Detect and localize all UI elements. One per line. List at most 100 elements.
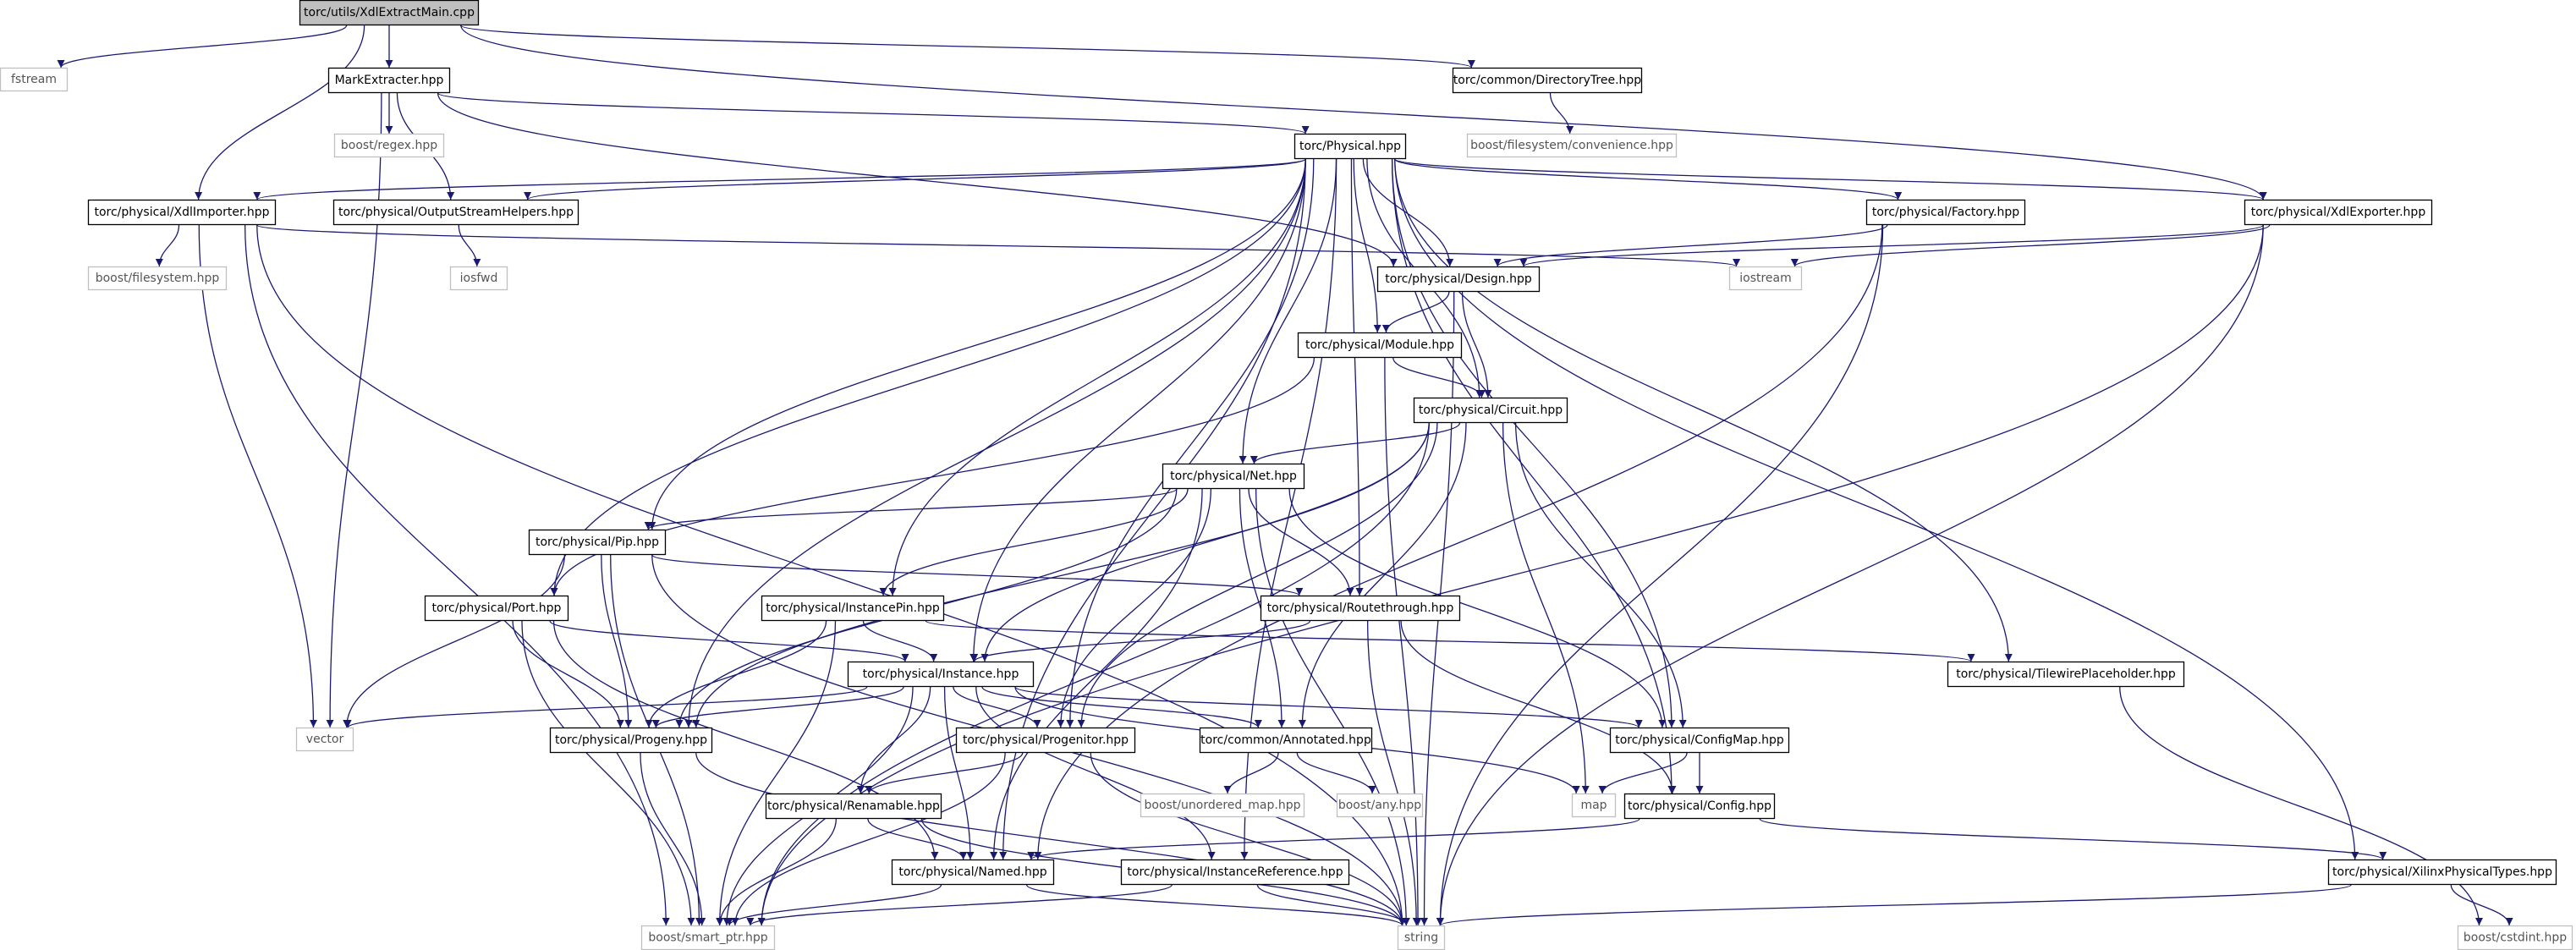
node-label: iosfwd bbox=[460, 272, 498, 285]
edge-circuit-to-progeny bbox=[692, 422, 1430, 728]
edge-physical-to-progenitor bbox=[1066, 158, 1315, 728]
graph-node-instancepin[interactable]: torc/physical/InstancePin.hpp bbox=[761, 595, 945, 622]
node-box bbox=[2244, 199, 2433, 226]
graph-node-vector: vector bbox=[295, 727, 354, 752]
graph-node-tilewire[interactable]: torc/physical/TilewirePlaceholder.hpp bbox=[1947, 661, 2185, 688]
edge-net-to-progenitor bbox=[1057, 488, 1212, 728]
edge-routethrough-to-string bbox=[1366, 620, 1420, 926]
graph-node-config[interactable]: torc/physical/Config.hpp bbox=[1623, 793, 1776, 820]
node-label: torc/physical/Instance.hpp bbox=[863, 667, 1019, 681]
graph-node-any: boost/any.hpp bbox=[1336, 793, 1424, 818]
graph-node-markextracter[interactable]: MarkExtracter.hpp bbox=[327, 67, 451, 94]
graph-node-instance[interactable]: torc/physical/Instance.hpp bbox=[847, 661, 1035, 688]
node-label: boost/any.hpp bbox=[1338, 799, 1421, 812]
edge-instancereference-to-string bbox=[1256, 884, 1410, 926]
node-box bbox=[1293, 133, 1407, 160]
graph-node-xilinxtypes[interactable]: torc/physical/XilinxPhysicalTypes.hpp bbox=[2327, 859, 2557, 886]
node-label: torc/physical/Design.hpp bbox=[1385, 272, 1532, 286]
node-label: torc/common/DirectoryTree.hpp bbox=[1453, 74, 1642, 87]
node-box bbox=[549, 727, 713, 754]
edge-physical-to-progeny bbox=[684, 158, 1306, 728]
node-box bbox=[761, 595, 945, 622]
graph-node-module[interactable]: torc/physical/Module.hpp bbox=[1297, 332, 1463, 359]
node-label: boost/cstdint.hpp bbox=[2463, 931, 2567, 945]
edge-xdlexporter-to-string bbox=[1436, 224, 2264, 926]
graph-node-string: string bbox=[1397, 925, 1446, 950]
graph-node-convenience: boost/filesystem/convenience.hpp bbox=[1466, 133, 1678, 158]
edge-physical-to-xdlimporter bbox=[253, 158, 1306, 200]
graph-node-port[interactable]: torc/physical/Port.hpp bbox=[424, 595, 569, 622]
node-label: boost/unordered_map.hpp bbox=[1145, 799, 1301, 812]
node-label: fstream bbox=[11, 73, 57, 86]
edge-instancepin-to-smartptr bbox=[716, 620, 837, 926]
node-label: torc/physical/Module.hpp bbox=[1305, 338, 1454, 352]
graph-node-progenitor[interactable]: torc/physical/Progenitor.hpp bbox=[955, 727, 1136, 754]
graph-node-xdlexporter[interactable]: torc/physical/XdlExporter.hpp bbox=[2244, 199, 2433, 226]
node-box bbox=[0, 67, 69, 92]
edge-progenitor-to-string bbox=[1090, 752, 1407, 926]
node-label: string bbox=[1404, 931, 1438, 945]
node-label: torc/physical/Port.hpp bbox=[432, 601, 562, 615]
node-box bbox=[1728, 266, 1803, 291]
edge-circuit-to-smartptr bbox=[757, 422, 1430, 926]
edge-port-to-progeny bbox=[512, 620, 624, 728]
graph-node-progeny[interactable]: torc/physical/Progeny.hpp bbox=[549, 727, 713, 754]
edge-physical-to-outputstreamhelpers bbox=[524, 158, 1306, 200]
graph-node-annotated[interactable]: torc/common/Annotated.hpp bbox=[1199, 727, 1373, 754]
edge-annotated-to-any bbox=[1296, 752, 1376, 794]
edge-progenitor-to-smartptr bbox=[731, 752, 1006, 926]
graph-node-routethrough[interactable]: torc/physical/Routethrough.hpp bbox=[1260, 595, 1461, 622]
graph-node-circuit[interactable]: torc/physical/Circuit.hpp bbox=[1413, 397, 1568, 424]
graph-node-outputstreamhelpers[interactable]: torc/physical/OutputStreamHelpers.hpp bbox=[332, 199, 579, 226]
node-label: boost/filesystem.hpp bbox=[96, 272, 220, 285]
graph-node-named[interactable]: torc/physical/Named.hpp bbox=[891, 859, 1055, 886]
edge-annotated-to-unorderedmap bbox=[1223, 752, 1279, 794]
graph-node-instancereference[interactable]: torc/physical/InstanceReference.hpp bbox=[1120, 859, 1350, 886]
graph-node-regex: boost/regex.hpp bbox=[333, 133, 445, 158]
edge-pip-to-routethrough bbox=[651, 554, 1304, 596]
edge-main-to-xdlexporter bbox=[460, 25, 2267, 200]
graph-node-net[interactable]: torc/physical/Net.hpp bbox=[1162, 463, 1305, 490]
edge-config-to-xilinxtypes bbox=[1759, 818, 2387, 860]
graph-node-design[interactable]: torc/physical/Design.hpp bbox=[1376, 266, 1541, 293]
node-label: torc/physical/ConfigMap.hpp bbox=[1615, 733, 1784, 747]
edge-main-to-fstream bbox=[57, 25, 348, 69]
edge-physical-to-xdlexporter bbox=[1394, 158, 2267, 200]
node-box bbox=[1466, 133, 1678, 158]
edge-xdlexporter-to-design bbox=[1519, 224, 2264, 267]
graph-node-smartptr: boost/smart_ptr.hpp bbox=[640, 925, 776, 950]
edge-net-to-instancepin bbox=[879, 488, 1189, 596]
edge-xdlimporter-to-filesystem bbox=[155, 224, 180, 267]
edge-factory-to-design bbox=[1493, 224, 1888, 267]
node-label: torc/physical/XilinxPhysicalTypes.hpp bbox=[2332, 865, 2552, 879]
graph-node-iostream: iostream bbox=[1728, 266, 1803, 291]
edge-progeny-to-string bbox=[695, 752, 1407, 926]
node-label: torc/physical/Renamable.hpp bbox=[767, 799, 940, 813]
graph-node-main[interactable]: torc/utils/XdlExtractMain.cpp bbox=[299, 0, 480, 26]
edge-instancepin-to-instance bbox=[862, 620, 938, 662]
edge-circuit-to-instance bbox=[980, 422, 1430, 662]
edge-physical-to-factory bbox=[1394, 158, 1902, 200]
graph-node-renamable[interactable]: torc/physical/Renamable.hpp bbox=[765, 793, 942, 820]
node-label: torc/physical/InstancePin.hpp bbox=[766, 601, 940, 615]
node-box bbox=[1260, 595, 1461, 622]
node-label: torc/physical/Factory.hpp bbox=[1872, 206, 2019, 219]
edge-config-to-named bbox=[1027, 818, 1640, 860]
edge-physical-to-module bbox=[1353, 158, 1381, 333]
node-label: torc/physical/Config.hpp bbox=[1628, 799, 1771, 813]
edge-instance-to-configmap bbox=[1014, 686, 1643, 728]
graph-node-pip[interactable]: torc/physical/Pip.hpp bbox=[528, 529, 667, 556]
node-label: torc/physical/Progenitor.hpp bbox=[963, 733, 1129, 747]
edge-physical-to-port bbox=[550, 158, 1306, 596]
graph-node-physical[interactable]: torc/Physical.hpp bbox=[1293, 133, 1407, 160]
graph-node-xdlimporter[interactable]: torc/physical/XdlImporter.hpp bbox=[87, 199, 277, 226]
graph-node-directorytree[interactable]: torc/common/DirectoryTree.hpp bbox=[1452, 67, 1643, 94]
graph-node-configmap[interactable]: torc/physical/ConfigMap.hpp bbox=[1609, 727, 1790, 754]
node-label: torc/physical/XdlExporter.hpp bbox=[2251, 206, 2426, 219]
node-box bbox=[1199, 727, 1373, 754]
node-box bbox=[333, 133, 445, 158]
graph-node-factory[interactable]: torc/physical/Factory.hpp bbox=[1865, 199, 2026, 226]
node-box bbox=[1336, 793, 1424, 818]
graph-node-map: map bbox=[1571, 793, 1617, 818]
